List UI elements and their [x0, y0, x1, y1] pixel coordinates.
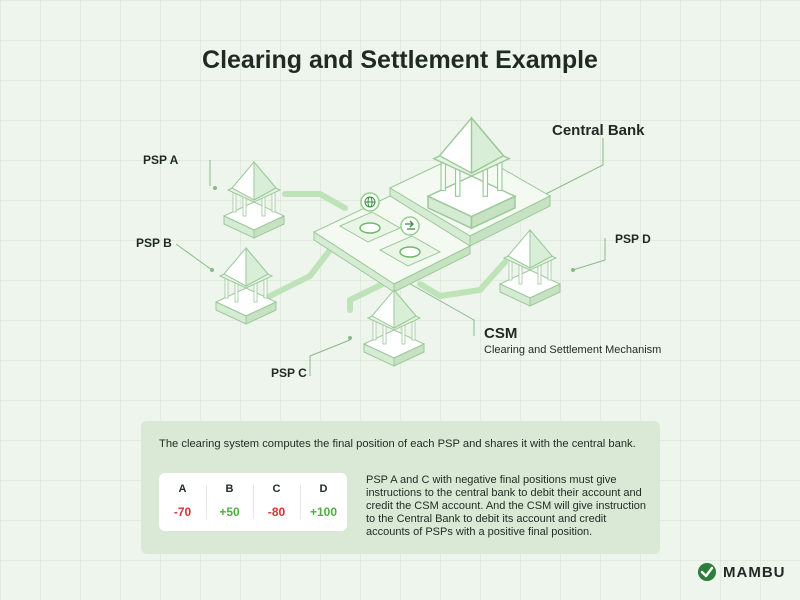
psp-c-bank-icon [363, 289, 425, 367]
position-header: D [319, 483, 328, 495]
column-divider [253, 485, 254, 519]
position-value: +50 [219, 505, 240, 519]
psp-c-label: PSP C [271, 366, 307, 380]
globe-icon [360, 192, 380, 212]
column-divider [206, 485, 207, 519]
psp-a-label: PSP A [143, 153, 179, 167]
psp-d-label: PSP D [615, 232, 651, 246]
position-col-b: B +50 [206, 483, 253, 519]
central-bank-label: Central Bank [552, 122, 645, 139]
central-bank-icon [427, 117, 516, 229]
column-divider [300, 485, 301, 519]
mambu-logo: MAMBU [697, 562, 786, 582]
csm-label: CSM [484, 325, 518, 342]
position-col-c: C -80 [253, 483, 300, 519]
psp-b-bank-icon [215, 247, 277, 325]
page-title: Clearing and Settlement Example [202, 46, 598, 74]
position-value: +100 [309, 505, 338, 519]
csm-platform [312, 195, 472, 293]
psp-a-bank-icon [223, 161, 285, 239]
csm-full-name: Clearing and Settlement Mechanism [484, 344, 662, 356]
panel-intro-text: The clearing system computes the final p… [159, 438, 636, 450]
leader-lines [175, 138, 606, 376]
position-header: A [178, 483, 187, 495]
panel-explanation-text: PSP A and C with negative final position… [366, 474, 647, 538]
position-value: -70 [173, 505, 192, 519]
psp-b-label: PSP B [136, 236, 172, 250]
mambu-logo-icon [698, 563, 716, 581]
connection-paths [267, 191, 508, 313]
position-value: -80 [267, 505, 286, 519]
transfer-icon [400, 216, 420, 236]
position-header: B [225, 483, 234, 495]
position-header: C [272, 483, 281, 495]
psp-d-bank-icon [499, 229, 561, 307]
position-col-a: A -70 [159, 483, 206, 519]
brand-name: MAMBU [723, 563, 786, 581]
positions-table: A -70 B +50 C -80 D +100 [159, 473, 347, 531]
position-col-d: D +100 [300, 483, 347, 519]
